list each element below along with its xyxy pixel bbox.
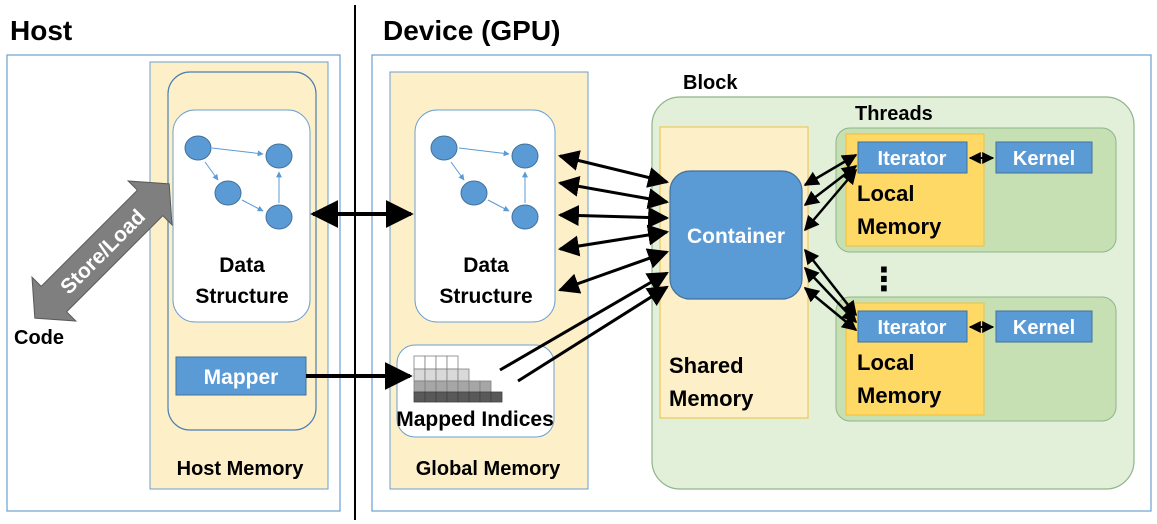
block-label: Block [683, 72, 738, 94]
iterator-box [857, 310, 968, 343]
global-data-structure-label-line2: Structure [439, 285, 532, 308]
mapper-box [175, 356, 307, 396]
mapped-indices-label: Mapped Indices [396, 408, 554, 431]
thread-group-2: Iterator Kernel Local Memory [835, 296, 1117, 422]
local-memory-label-line1: Local [857, 350, 914, 375]
device-section-title: Device (GPU) [383, 15, 560, 46]
indices-to-container-arrows [499, 271, 669, 383]
shared-memory-label-line1: Shared [669, 353, 744, 378]
local-memory-label-line2: Memory [857, 214, 942, 239]
global-memory-label: Global Memory [416, 458, 561, 480]
global-container-arrows [557, 150, 670, 294]
thread-group-1: Iterator Kernel Local Memory [835, 127, 1117, 253]
mapped-indices-grid-icon [413, 355, 503, 403]
iterator-label: Iterator [878, 317, 947, 339]
threads-ellipsis: ⋮ [868, 261, 900, 297]
global-data-structure-label-line1: Data [463, 254, 509, 277]
local-memory-label-line1: Local [857, 181, 914, 206]
kernel-box [995, 141, 1093, 174]
iterator-box [857, 141, 968, 174]
kernel-label: Kernel [1013, 148, 1075, 170]
iterator-label: Iterator [878, 148, 947, 170]
code-label: Code [14, 327, 64, 349]
container-label: Container [687, 225, 785, 248]
threads-label: Threads [855, 103, 933, 125]
host-data-structure-label-line2: Structure [195, 285, 288, 308]
local-memory-label-line2: Memory [857, 383, 942, 408]
host-graph-icon [184, 135, 293, 230]
container-iterator-arrows [803, 153, 858, 331]
mapper-label: Mapper [204, 366, 279, 389]
host-memory-label: Host Memory [177, 458, 305, 480]
host-section-title: Host [10, 15, 72, 46]
kernel-label: Kernel [1013, 317, 1075, 339]
global-graph-icon [430, 135, 539, 230]
shared-memory-label-line2: Memory [669, 386, 754, 411]
container-box [669, 170, 803, 300]
kernel-box [995, 310, 1093, 343]
host-data-structure-label-line1: Data [219, 254, 265, 277]
